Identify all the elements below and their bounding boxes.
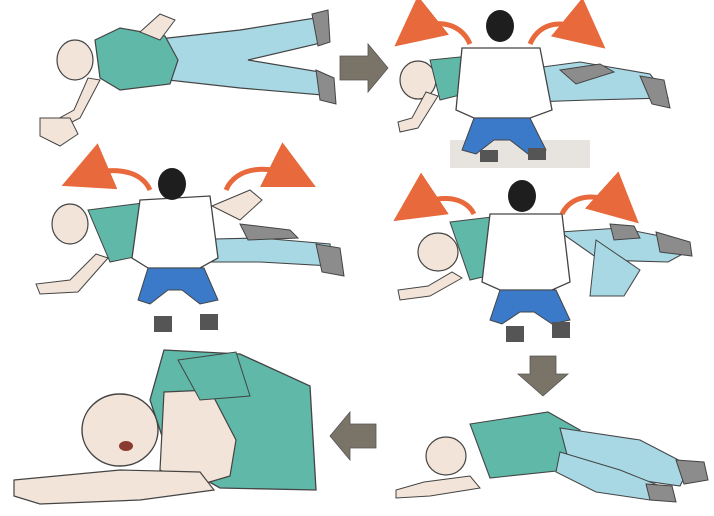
patient-head [82,394,158,466]
rescuer-shirt [482,214,570,290]
rescuer-shirt [132,196,218,268]
rescuer-jeans [138,268,218,304]
patient-shirt [95,28,178,90]
block-arrow-right [340,44,388,92]
panel-step-2 [398,10,670,168]
rescuer-shirt [456,48,552,118]
patient-shoe [316,70,336,104]
rotation-arrow [80,171,150,190]
rotation-arrow [226,169,298,190]
panel-step-1 [40,10,336,146]
rotation-arrow [562,197,624,214]
block-arrow-left [330,412,376,460]
panel-step-5 [396,412,708,502]
patient-head [52,204,88,244]
rotation-arrow [530,24,590,44]
rescuer-head [158,168,186,200]
patient-head [57,40,93,80]
patient-head [426,437,466,475]
rescuer-jeans [490,290,570,324]
patient-head [418,233,458,271]
rotation-arrow [410,24,470,44]
rescuer-head [508,180,536,212]
rescuer-hand [40,118,78,146]
rescuer-head [486,10,514,42]
panel-step-4 [398,180,692,342]
rotation-arrow [410,198,474,214]
panel-step-6 [14,350,316,504]
panel-step-3 [36,168,344,332]
block-arrow-down [518,356,568,396]
